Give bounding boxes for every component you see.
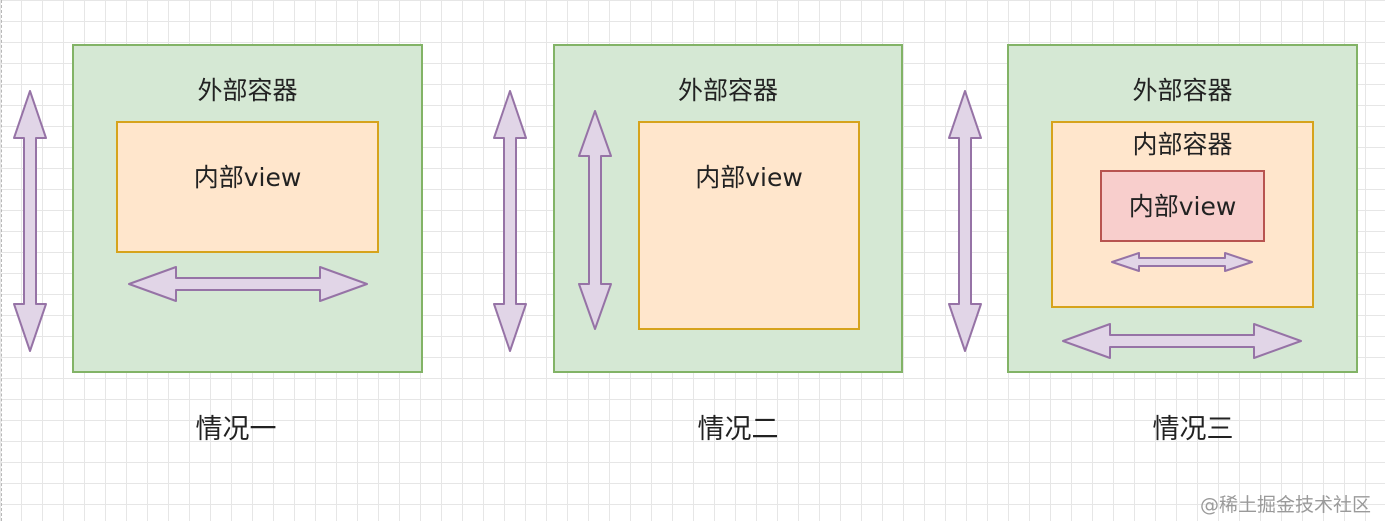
horizontal-double-arrow (1111, 252, 1253, 272)
outer-container-label: 外部容器 (197, 76, 298, 105)
inner-container-label: 内部容器 (1132, 130, 1233, 159)
horizontal-double-arrow (1062, 323, 1302, 359)
inner-view (638, 121, 860, 330)
horizontal-double-arrow (128, 266, 368, 302)
case-caption: 情况二 (697, 414, 779, 445)
inner-view (116, 121, 379, 253)
vertical-double-arrow (493, 90, 527, 352)
vertical-double-arrow (13, 90, 47, 352)
inner-view-label: 内部view (1128, 192, 1237, 221)
watermark: @稀土掘金技术社区 (1199, 494, 1371, 516)
dashed-guide-line (1, 0, 2, 521)
inner-view (1100, 170, 1265, 242)
vertical-double-arrow (948, 90, 982, 352)
outer-container-label: 外部容器 (1132, 76, 1233, 105)
inner-view-label: 内部view (695, 163, 803, 192)
case-caption: 情况一 (195, 414, 277, 445)
vertical-double-arrow (578, 110, 612, 330)
case-caption: 情况三 (1152, 414, 1234, 445)
inner-view-label: 内部view (193, 163, 302, 192)
outer-container-label: 外部容器 (677, 76, 778, 105)
